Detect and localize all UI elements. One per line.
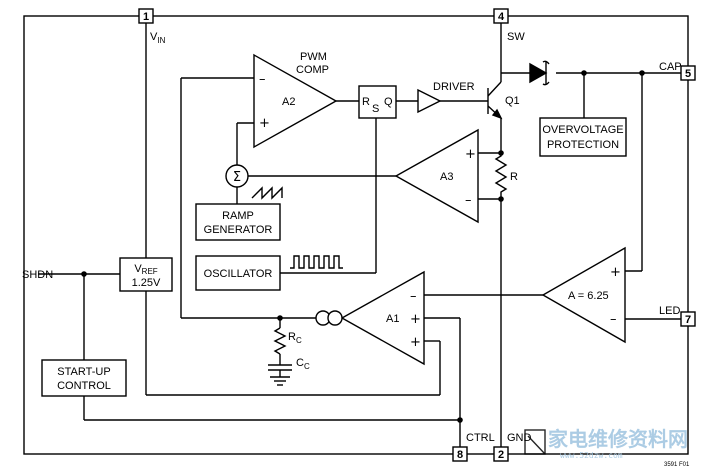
startup-control-block: START-UP CONTROL: [41, 359, 127, 397]
svg-text:2: 2: [498, 449, 504, 461]
svg-text:–: –: [465, 193, 472, 208]
svg-text:CC: CC: [296, 357, 310, 371]
pwm-comparator: – + A2 PWM COMP: [253, 51, 338, 149]
driver-buffer: DRIVER: [417, 81, 475, 114]
pin-1: 1 VIN: [138, 8, 166, 45]
svg-text:VIN: VIN: [150, 31, 166, 45]
svg-text:CONTROL: CONTROL: [57, 380, 111, 392]
svg-text:A2: A2: [282, 96, 295, 108]
svg-text:RAMP: RAMP: [222, 210, 254, 222]
summing-node: Σ: [225, 164, 249, 188]
svg-text:1: 1: [143, 11, 149, 23]
pin-5: 5 CAP: [659, 61, 696, 81]
ramp-generator-block: RAMP GENERATOR: [195, 203, 281, 241]
svg-text:A = 6.25: A = 6.25: [568, 290, 609, 302]
svg-text:+: +: [410, 312, 421, 327]
svg-text:7: 7: [685, 314, 691, 326]
pin-7: 7 LED: [659, 305, 696, 327]
led-gain-amplifier: + – A = 6.25: [541, 246, 626, 344]
sawtooth-waveform-symbol: [251, 186, 283, 200]
pin-8: 8 CTRL: [452, 432, 495, 462]
svg-text:5: 5: [685, 68, 691, 80]
svg-text:COMP: COMP: [296, 64, 329, 76]
rs-latch: R S Q: [358, 85, 397, 119]
compensation-resistor-rc: RC: [273, 327, 302, 355]
svg-text:RC: RC: [288, 331, 302, 345]
svg-text:R: R: [362, 96, 370, 108]
svg-text:–: –: [410, 289, 417, 304]
svg-text:CAP: CAP: [659, 61, 682, 73]
pin-2: 2 GND: [493, 432, 532, 462]
svg-text:SW: SW: [507, 31, 525, 43]
svg-text:OVERVOLTAGE: OVERVOLTAGE: [542, 124, 623, 136]
svg-text:PROTECTION: PROTECTION: [547, 139, 619, 151]
svg-text:Q1: Q1: [505, 95, 520, 107]
svg-text:家电维修资料网: 家电维修资料网: [548, 427, 688, 451]
watermark-logo: 家电维修资料网 www.52dzw.com: [524, 427, 688, 460]
vref-block: VREF 1.25V: [119, 257, 173, 292]
svg-text:S: S: [372, 103, 379, 115]
svg-text:VREF: VREF: [134, 263, 157, 276]
svg-text:–: –: [259, 72, 266, 87]
svg-text:GENERATOR: GENERATOR: [204, 224, 273, 236]
svg-text:1.25V: 1.25V: [132, 277, 161, 289]
sense-resistor: R: [494, 150, 518, 198]
q1-transistor: Q1: [487, 76, 520, 120]
svg-text:+: +: [410, 335, 421, 350]
svg-text:GND: GND: [507, 432, 532, 444]
current-source-symbol: [315, 310, 343, 326]
svg-text:CTRL: CTRL: [466, 432, 495, 444]
svg-text:A3: A3: [440, 171, 453, 183]
svg-text:OSCILLATOR: OSCILLATOR: [204, 268, 273, 280]
current-sense-amplifier-a3: + – A3: [394, 128, 479, 224]
compensation-capacitor-cc: CC: [268, 357, 310, 386]
svg-text:Σ: Σ: [233, 170, 241, 185]
svg-text:LED: LED: [659, 305, 680, 317]
svg-text:PWM: PWM: [300, 51, 327, 63]
svg-text:+: +: [465, 147, 476, 162]
chip-outline: [23, 15, 689, 455]
svg-text:R: R: [510, 171, 518, 183]
svg-text:+: +: [610, 265, 621, 280]
svg-text:–: –: [610, 312, 617, 327]
pin-4: 4 SW: [493, 8, 525, 43]
square-wave-symbol: [290, 255, 343, 269]
svg-text:Q: Q: [384, 96, 393, 108]
overvoltage-protection-block: OVERVOLTAGE PROTECTION: [539, 117, 627, 157]
error-amplifier-a1: – + + A1: [340, 270, 425, 366]
svg-text:START-UP: START-UP: [57, 366, 110, 378]
svg-text:4: 4: [498, 11, 505, 23]
svg-text:DRIVER: DRIVER: [433, 81, 475, 93]
diode-symbol: [529, 60, 550, 86]
svg-text:8: 8: [457, 449, 463, 461]
figure-code: 3591 F01: [664, 462, 690, 468]
shdn-label: SHDN: [22, 269, 53, 281]
oscillator-block: OSCILLATOR: [195, 255, 281, 291]
svg-text:+: +: [259, 116, 270, 131]
svg-text:www.52dzw.com: www.52dzw.com: [560, 451, 623, 460]
svg-text:A1: A1: [386, 313, 399, 325]
